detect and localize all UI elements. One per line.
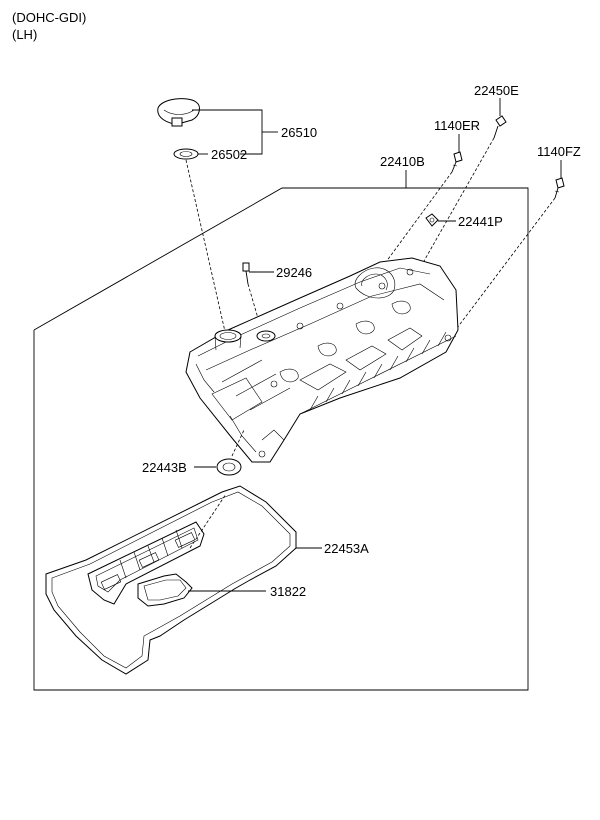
grommet-22441P[interactable] xyxy=(425,213,439,227)
side-label: (LH) xyxy=(12,27,38,42)
label-26510: 26510 xyxy=(281,125,317,140)
label-22453A: 22453A xyxy=(324,541,369,556)
cap-seal[interactable] xyxy=(173,148,199,160)
label-1140FZ: 1140FZ xyxy=(537,144,581,159)
assembly-boundary xyxy=(33,187,529,691)
bolt-29246[interactable] xyxy=(242,262,250,285)
dash-cap-to-neck xyxy=(185,159,227,337)
tube-seal-strip[interactable] xyxy=(87,521,205,605)
label-22450E: 22450E xyxy=(474,83,519,98)
engine-variant-label: (DOHC-GDI) xyxy=(12,10,87,25)
label-22410B: 22410B xyxy=(380,154,425,169)
oil-filler-cap[interactable] xyxy=(157,98,200,127)
dash-1140ER xyxy=(385,171,453,263)
dash-gasket-to-cover xyxy=(189,493,227,549)
bolt-1140ER[interactable] xyxy=(451,151,463,173)
plug-seal-22443B[interactable] xyxy=(216,458,242,476)
label-31822: 31822 xyxy=(270,584,306,599)
stud-22450E[interactable] xyxy=(493,115,507,139)
cylinder-head-cover[interactable] xyxy=(185,257,459,463)
label-22443B: 22443B xyxy=(142,460,187,475)
label-26502: 26502 xyxy=(211,147,247,162)
label-22441P: 22441P xyxy=(458,214,503,229)
label-1140ER: 1140ER xyxy=(434,118,480,133)
label-29246: 29246 xyxy=(276,265,312,280)
bolt-1140FZ[interactable] xyxy=(554,177,565,199)
pcv-gasket-31822[interactable] xyxy=(137,573,193,607)
